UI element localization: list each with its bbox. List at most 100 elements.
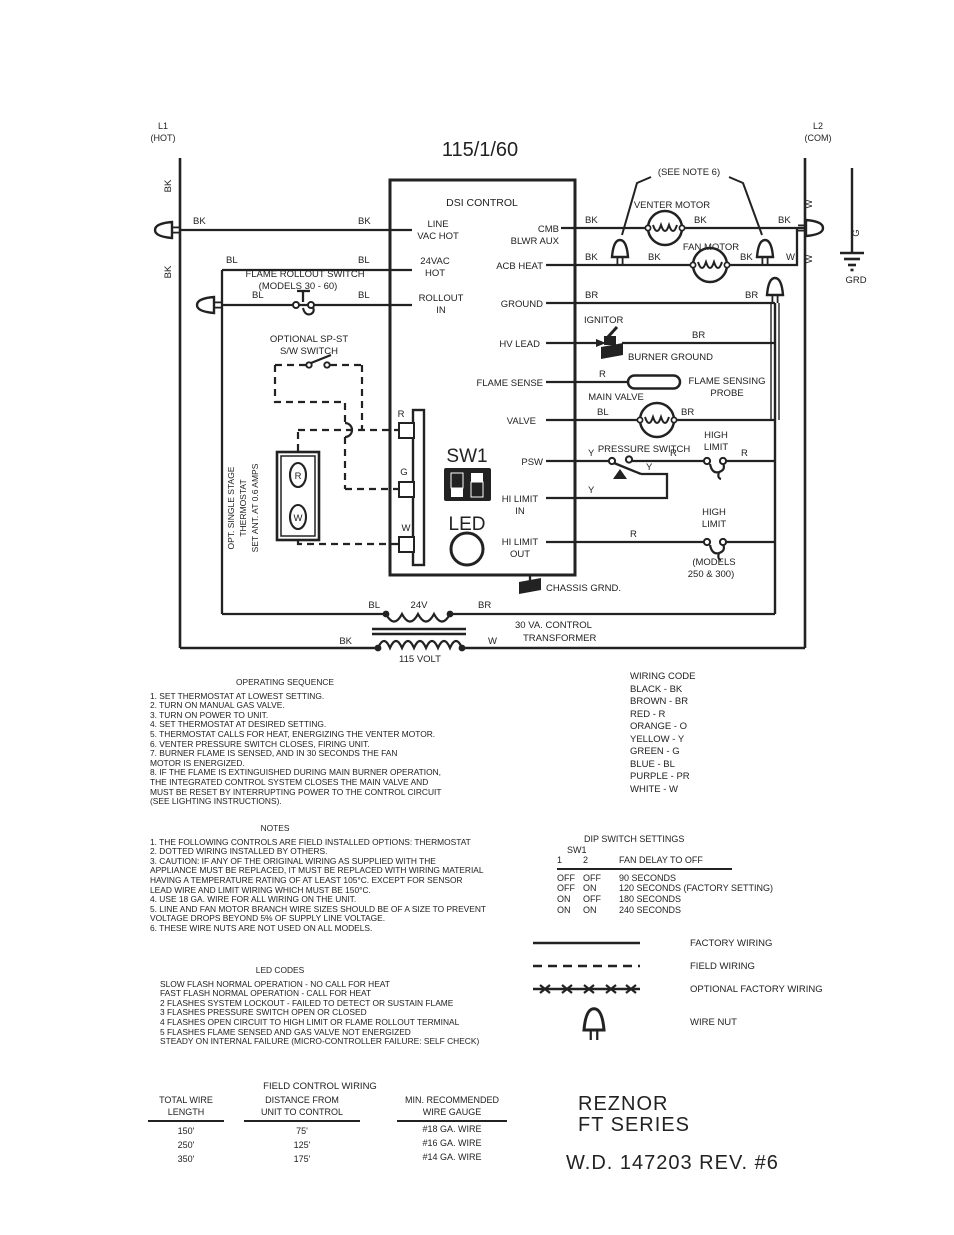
terminal-label: ACB HEAT	[496, 261, 543, 272]
table-cell: #18 GA. WIRE	[422, 1124, 482, 1134]
section-title: NOTES	[260, 823, 290, 833]
main-valve-symbol	[636, 401, 678, 439]
wire-label: BR	[681, 407, 694, 418]
sequence-line: 4. SET THERMOSTAT AT DESIRED SETTING.	[150, 719, 327, 730]
sequence-line: 6. VENTER PRESSURE SWITCH CLOSES, FIRING…	[150, 738, 370, 749]
chassis-ground-label: CHASSIS GRND.	[546, 583, 621, 594]
wire-label: BK	[648, 252, 661, 263]
sequence-line: 3. TURN ON POWER TO UNIT.	[150, 709, 269, 720]
ignitor-label: IGNITOR	[584, 315, 624, 326]
wire-label: BL	[358, 290, 370, 301]
led-code-line: STEADY ON INTERNAL FAILURE (MICRO-CONTRO…	[160, 1036, 480, 1047]
dip-cell: OFF	[583, 893, 601, 904]
optional-factory-wiring-line	[533, 984, 640, 994]
wiring-code-line: BROWN - BR	[630, 696, 689, 707]
wire-label: BR	[478, 600, 491, 611]
table-cell: 125'	[293, 1140, 311, 1150]
thermostat	[275, 450, 321, 542]
sequence-line: (SEE LIGHTING INSTRUCTIONS).	[150, 796, 282, 807]
venter-motor-label: VENTER MOTOR	[634, 200, 710, 211]
wire-label: BR	[745, 290, 758, 301]
table-header: TOTAL WIRE LENGTH	[134, 1095, 238, 1118]
legend-wire-nut: WIRE NUT	[690, 1017, 737, 1028]
wire-label: W	[488, 636, 497, 647]
venter-motor-symbol	[644, 209, 686, 247]
table-column: 150' 250' 350'	[134, 1124, 238, 1166]
terminal-label: R	[398, 409, 405, 420]
wire-label: BK	[163, 179, 174, 192]
24vac-hot-wire	[220, 268, 412, 614]
high-limit-label: LIMIT	[702, 519, 726, 530]
wire-nut-icon	[765, 276, 785, 305]
table-cell: 175'	[293, 1154, 311, 1164]
dip-cell: OFF	[557, 883, 575, 894]
table-column: #18 GA. WIRE #16 GA. WIRE #14 GA. WIRE	[385, 1122, 519, 1164]
wire-label: BK	[740, 252, 753, 263]
wire-label: BR	[692, 330, 705, 341]
dip-cell: 240 SECONDS	[619, 904, 682, 915]
led-indicator	[449, 531, 485, 567]
dip-cell: OFF	[583, 872, 601, 883]
terminal-label: OUT	[510, 549, 530, 560]
terminal-label: W	[402, 523, 411, 534]
divider	[557, 867, 732, 870]
hv-lead-wire	[546, 339, 606, 347]
sw1-label: SW1	[446, 446, 487, 467]
header-line: UNIT TO CONTROL	[260, 1106, 343, 1117]
pressure-switch-label: PRESSURE SWITCH	[598, 444, 691, 455]
ignitor-symbol	[604, 325, 619, 345]
flame-sensing-probe	[626, 374, 682, 390]
note-line: 5. LINE AND FAN MOTOR BRANCH WIRE SIZES …	[150, 903, 486, 914]
section-title: LED CODES	[255, 965, 305, 975]
dip-cell: ON	[557, 904, 571, 915]
document-number: W.D. 147203 REV. #6	[566, 1152, 779, 1174]
wire-label: BR	[585, 290, 598, 301]
transformer-label: 30 VA. CONTROL	[515, 620, 592, 631]
terminal-label: HI LIMIT	[502, 537, 539, 548]
br-common-bus	[770, 303, 780, 614]
ground-bus	[840, 168, 864, 272]
terminal-label: BLWR AUX	[511, 236, 560, 247]
transformer-label: TRANSFORMER	[523, 633, 597, 644]
models-label: (MODELS	[692, 557, 735, 568]
chassis-ground-flag-icon	[519, 578, 541, 594]
l1-label: (HOT)	[151, 133, 176, 143]
wire-label: W	[786, 252, 795, 263]
sequence-line: MOTOR IS ENERGIZED.	[150, 757, 245, 768]
table-cell: #16 GA. WIRE	[422, 1138, 482, 1148]
notes: NOTES 1. THE FOLLOWING CONTROLS ARE FIEL…	[150, 823, 486, 934]
terminal-label: G	[400, 467, 407, 478]
wire-label: BK	[163, 265, 174, 278]
sequence-line: THE INTEGRATED CONTROL SYSTEM CLOSES THE…	[150, 776, 429, 787]
l1-label: L1	[158, 121, 168, 131]
spst-label: S/W SWITCH	[280, 346, 338, 357]
wire-nut-icon	[755, 238, 775, 267]
table-title: FIELD CONTROL WIRING	[263, 1081, 377, 1092]
wire-label: BL	[226, 255, 238, 266]
section-title: OPERATING SEQUENCE	[235, 677, 335, 687]
wire-label: R	[670, 448, 677, 459]
wire-label: Y	[588, 485, 595, 496]
note-line: LEAD WIRE AND LIMIT WIRING WHICH MUST BE…	[150, 884, 371, 895]
sequence-line: MUST BE RESET BY INTERRUPTING POWER TO T…	[150, 786, 442, 797]
wire-nut-icon	[582, 1007, 606, 1042]
high-limit-label: LIMIT	[704, 442, 728, 453]
legend-symbols	[533, 941, 640, 1042]
schematic-labels: L1 (HOT) L2 (COM) 115/1/60 BK BK W W G G…	[151, 121, 867, 665]
wire-label: BK	[193, 216, 206, 227]
thermostat-w-terminal: W	[294, 513, 303, 524]
see-note-leaders	[621, 176, 763, 236]
wire-label: R	[630, 529, 637, 540]
table-cell: #14 GA. WIRE	[422, 1152, 482, 1162]
wire-label: BK	[585, 215, 598, 226]
wiring-code-line: RED - R	[630, 708, 666, 720]
dip-col: 2	[583, 855, 589, 866]
wire-label: BK	[358, 216, 371, 227]
high-limit-label: HIGH	[702, 507, 726, 518]
note-line: 3. CAUTION: IF ANY OF THE ORIGINAL WIRIN…	[150, 855, 436, 866]
